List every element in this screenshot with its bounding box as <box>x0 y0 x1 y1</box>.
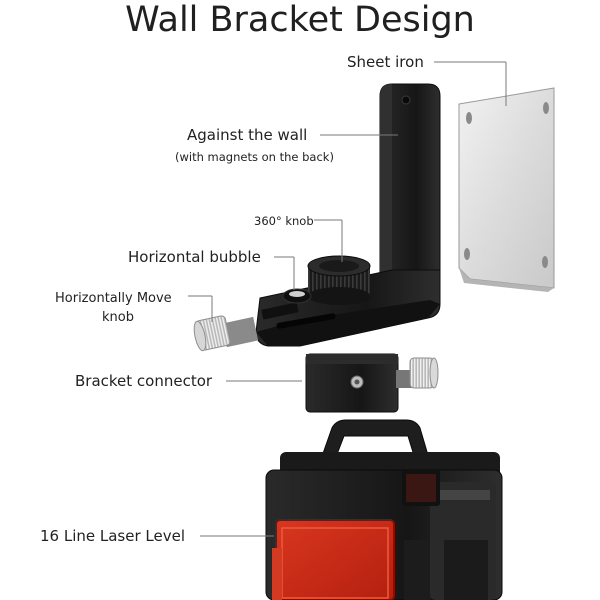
label-sheet-iron: Sheet iron <box>347 53 424 71</box>
label-360-knob: 360° knob <box>254 214 314 228</box>
label-move-knob-line2: knob <box>102 310 134 325</box>
leader-lines <box>188 61 507 537</box>
label-against-wall: Against the wall <box>187 126 308 144</box>
sheet-iron-plate <box>458 87 555 292</box>
page-title: Wall Bracket Design <box>125 0 475 40</box>
label-horizontal-bubble: Horizontal bubble <box>128 248 261 266</box>
label-bracket-connector: Bracket connector <box>75 372 213 390</box>
bracket-connector <box>305 353 439 413</box>
laser-level-device <box>265 419 503 600</box>
knob-360 <box>307 255 371 305</box>
l-bracket <box>255 83 441 347</box>
label-move-knob-line1: Horizontally Move <box>55 291 172 306</box>
horizontal-move-knob <box>193 315 259 352</box>
horizontal-bubble-vial <box>282 288 312 304</box>
label-magnets-note: (with magnets on the back) <box>175 150 334 164</box>
label-laser-level: 16 Line Laser Level <box>40 527 186 545</box>
